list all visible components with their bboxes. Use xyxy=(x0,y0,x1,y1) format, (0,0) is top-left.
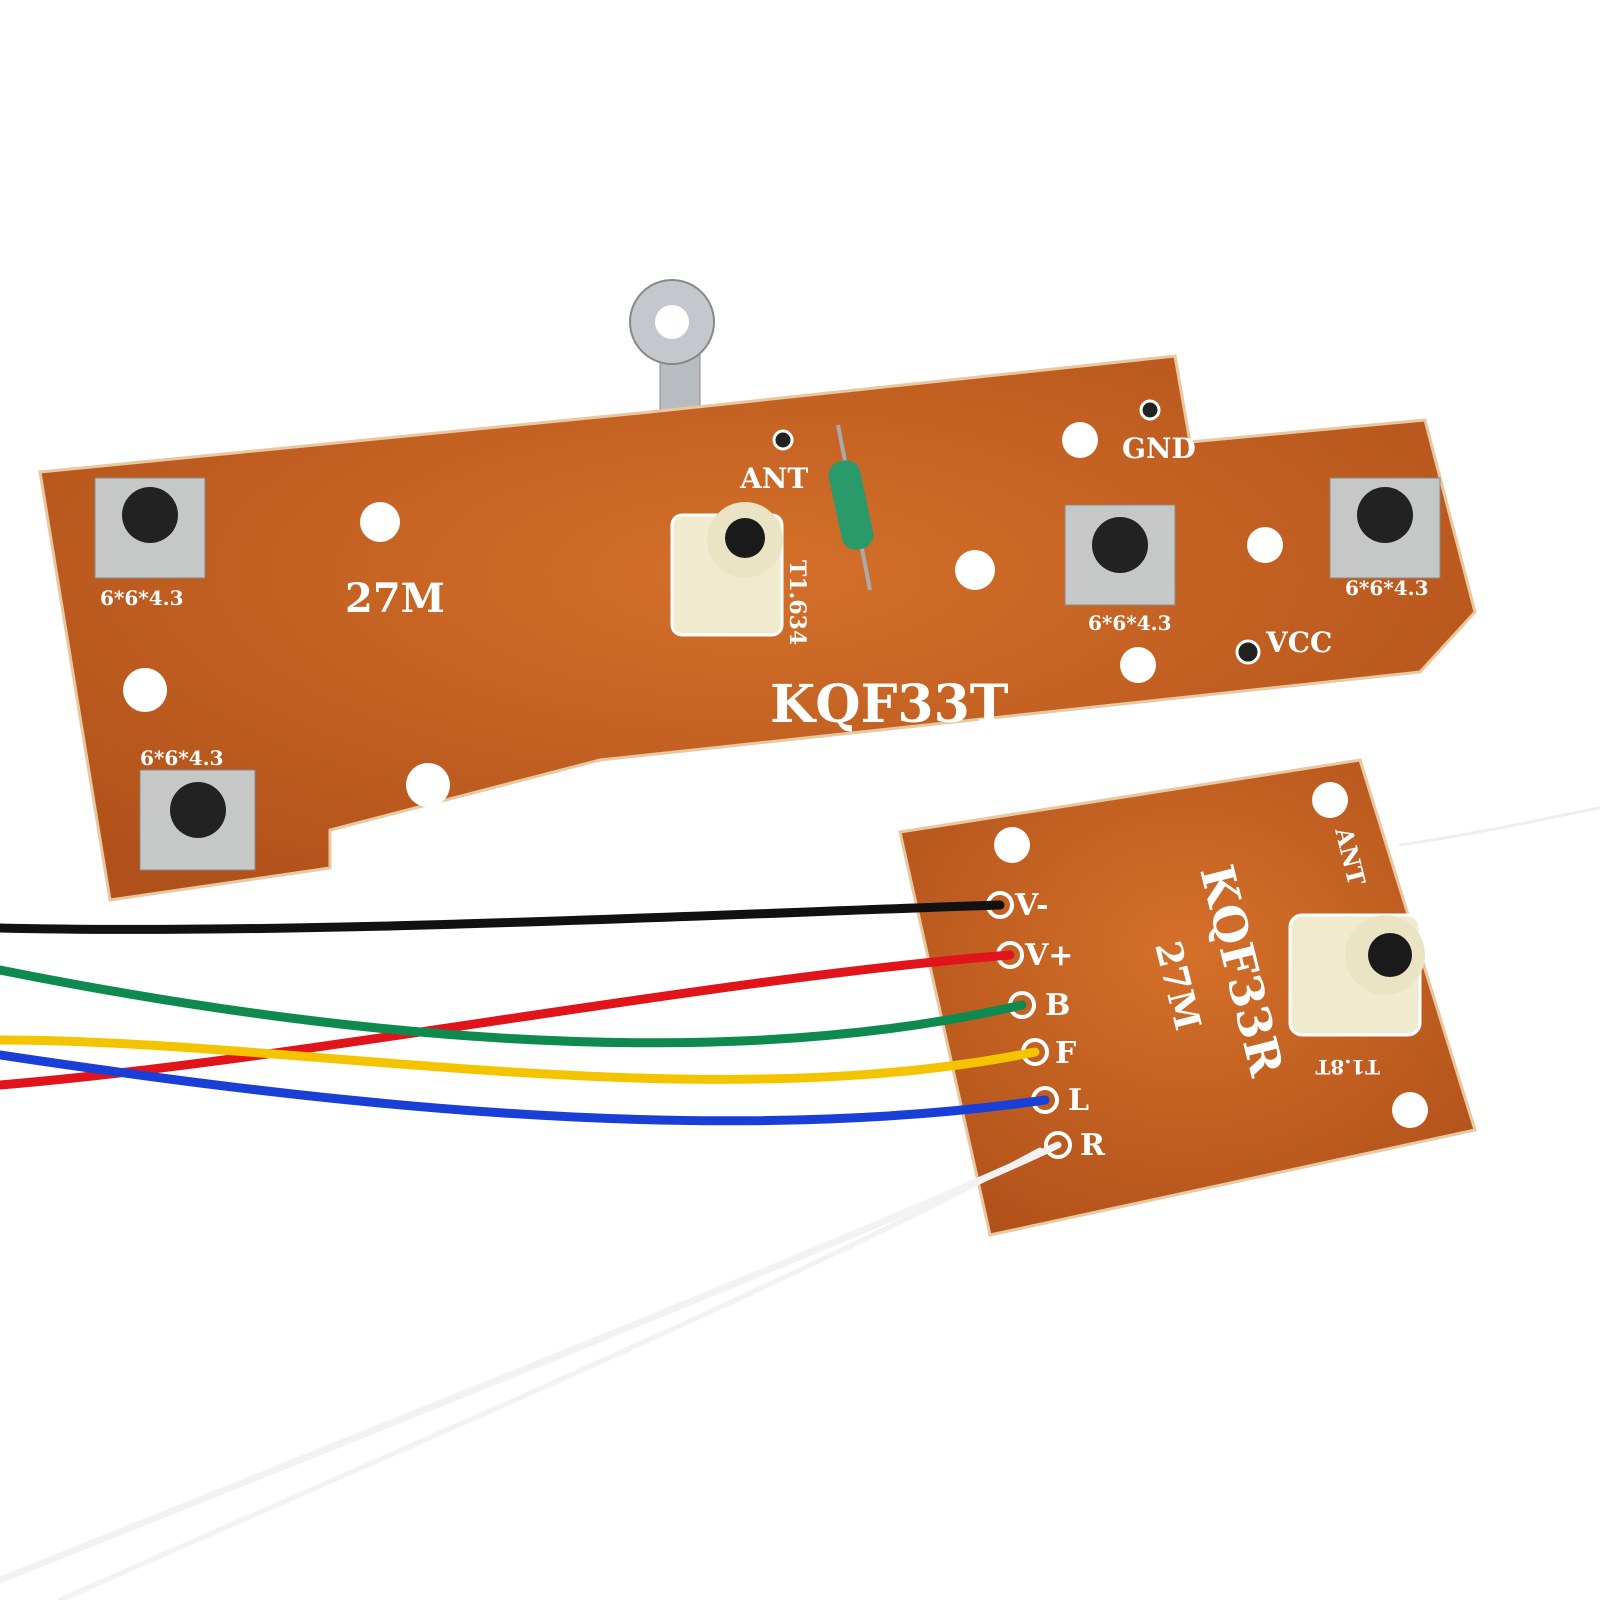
wire-yellow xyxy=(0,1035,1040,1084)
tx-vcc-label: VCC xyxy=(1265,626,1332,659)
pin-label: B xyxy=(1045,988,1070,1023)
wire-white-2 xyxy=(57,1147,1043,1600)
transmitter-board: 27M KQF33T ANT GND VCC T1.634 6*6*4.3 6*… xyxy=(38,354,1477,902)
antenna-wire xyxy=(1398,806,1600,847)
tx-ant-label: ANT xyxy=(739,462,808,495)
rx-coil-label: T1.8T xyxy=(1315,1055,1380,1079)
wire-red xyxy=(0,950,1015,1090)
tact-switch xyxy=(1329,477,1441,579)
pin-label: V+ xyxy=(1024,938,1073,973)
wire-green xyxy=(0,965,1027,1048)
rx-coil xyxy=(1288,913,1425,1037)
wire-blue xyxy=(0,1050,1050,1126)
tact-switch xyxy=(1064,504,1176,606)
pin-label: V- xyxy=(1014,888,1049,923)
inductor xyxy=(828,424,874,591)
tx-model-label: KQF33T xyxy=(770,674,1009,735)
tx-coil xyxy=(670,502,784,637)
tx-freq-label: 27M xyxy=(345,575,445,622)
pin-label: L xyxy=(1068,1083,1089,1118)
tx-coil-label: T1.634 xyxy=(784,560,810,645)
switch-label: 6*6*4.3 xyxy=(100,586,184,610)
pin-label: R xyxy=(1080,1128,1106,1163)
tact-switch xyxy=(139,769,256,871)
wire-black xyxy=(0,900,1005,934)
switch-label: 6*6*4.3 xyxy=(1088,611,1172,635)
receiver-board: KQF33R 27M ANT T1.8T V- V+ B F L R xyxy=(898,758,1477,1237)
tx-gnd-label: GND xyxy=(1122,432,1196,465)
wire-white xyxy=(0,1141,1062,1584)
tact-switch xyxy=(94,477,206,579)
switch-label: 6*6*4.3 xyxy=(140,746,224,770)
wire-bundle xyxy=(0,806,1600,1600)
pin-label: F xyxy=(1055,1036,1076,1071)
switch-label: 6*6*4.3 xyxy=(1345,576,1429,600)
